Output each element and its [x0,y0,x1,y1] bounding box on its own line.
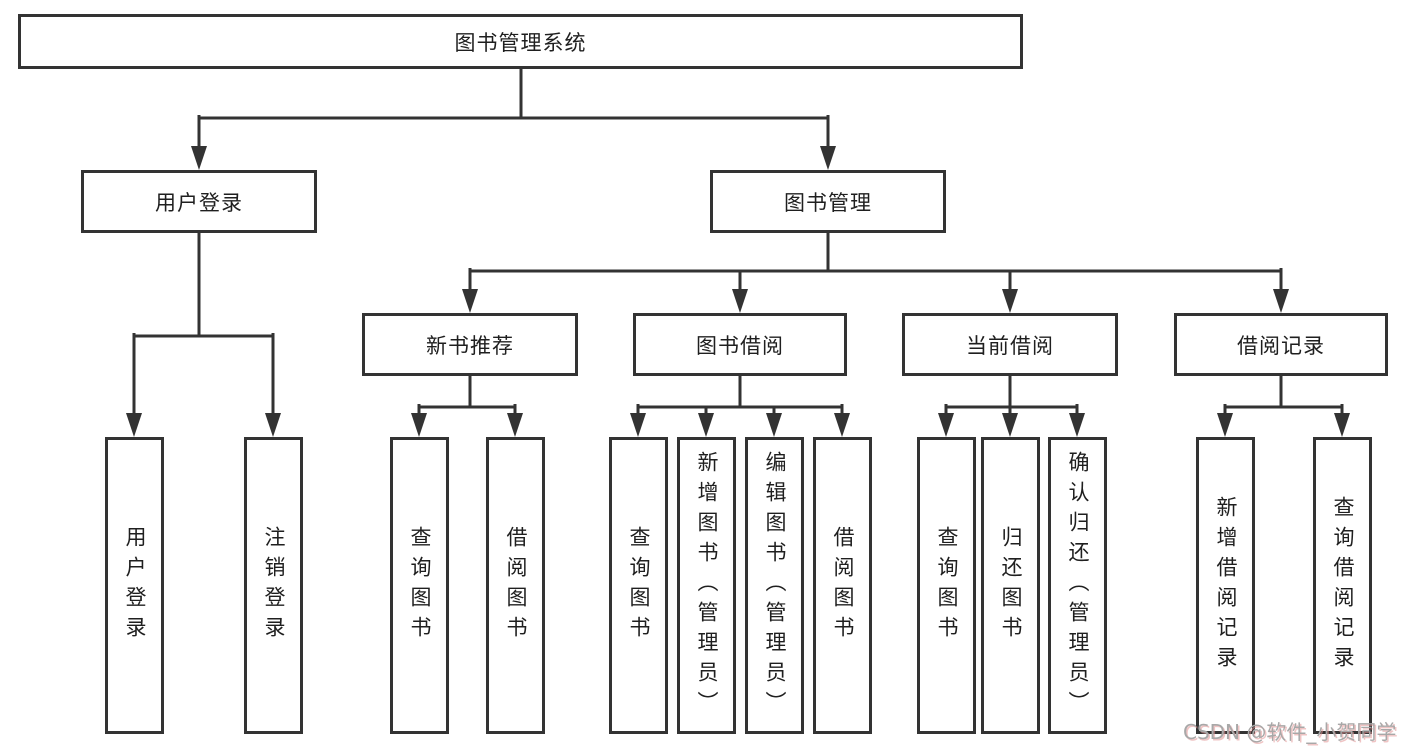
arrowhead [732,289,748,313]
connector-line [1223,374,1344,418]
node-leaf-logout-login: 注销登录 [244,437,303,734]
node-label: 用户登录 [155,190,243,215]
node-leaf-query-borrow-record: 查询借阅记录 [1313,437,1372,734]
node-leaf-query-books-current: 查询图书 [917,437,976,734]
node-new-book-recommend: 新书推荐 [362,313,578,376]
arrowhead [766,413,782,437]
csdn-watermark: CSDN @软件_小贺同学 [1183,720,1397,744]
node-leaf-borrow-books-recommend: 借阅图书 [486,437,545,734]
node-label: 注销登录 [262,525,286,646]
node-leaf-user-login: 用户登录 [105,437,164,734]
node-label: 新书推荐 [426,333,514,358]
connector-root-to-level2 [191,67,836,170]
connector-borrow-record-children [1217,374,1350,437]
node-leaf-edit-books-admin: 编辑图书（管理员） [745,437,804,734]
arrowhead [698,413,714,437]
node-label: 归还图书 [999,525,1023,646]
node-user-login: 用户登录 [81,170,317,233]
arrowhead [411,413,427,437]
arrowhead [191,146,207,170]
arrowhead [462,289,478,313]
arrowhead [630,413,646,437]
arrowhead [1273,289,1289,313]
arrowhead [1002,289,1018,313]
node-label: 当前借阅 [966,333,1054,358]
node-label: 新增图书（管理员） [695,450,719,721]
connector-line [197,67,830,152]
node-label: 图书管理系统 [454,30,587,55]
connector-line [132,231,275,417]
connector-user-login-children [126,231,281,437]
connector-line [944,374,1079,418]
arrowhead [834,413,850,437]
arrowhead [1069,413,1085,437]
connector-book-borrow-children [630,374,850,437]
node-leaf-query-books-borrow: 查询图书 [609,437,668,734]
node-label: 新增借阅记录 [1214,495,1238,676]
node-leaf-return-books: 归还图书 [981,437,1040,734]
arrowhead [938,413,954,437]
node-label: 借阅图书 [504,525,528,646]
node-leaf-add-borrow-record: 新增借阅记录 [1196,437,1255,734]
node-borrow-records: 借阅记录 [1174,313,1388,376]
node-library-system: 图书管理系统 [18,14,1023,69]
node-current-borrow: 当前借阅 [902,313,1118,376]
node-leaf-add-books-admin: 新增图书（管理员） [677,437,736,734]
arrowhead [820,146,836,170]
node-leaf-query-books-recommend: 查询图书 [390,437,449,734]
arrowhead [126,413,142,437]
arrowhead [507,413,523,437]
node-label: 用户登录 [123,525,147,646]
connector-current-borrow-children [938,374,1085,437]
node-leaf-borrow-books: 借阅图书 [813,437,872,734]
node-book-borrow: 图书借阅 [633,313,847,376]
node-book-management: 图书管理 [710,170,946,233]
connector-line [636,374,844,418]
connector-line [417,374,517,418]
node-label: 确认归还（管理员） [1066,450,1090,721]
connector-book-mgmt-to-level3 [462,231,1289,313]
connector-new-book-children [411,374,523,437]
node-label: 编辑图书（管理员） [763,450,787,721]
arrowhead [1002,413,1018,437]
arrowhead [1334,413,1350,437]
arrowhead [1217,413,1233,437]
arrowhead [265,413,281,437]
node-label: 图书管理 [784,190,872,215]
connector-line [468,231,1283,294]
node-label: 查询图书 [627,525,651,646]
node-label: 借阅图书 [831,525,855,646]
node-leaf-confirm-return-admin: 确认归还（管理员） [1048,437,1107,734]
node-label: 查询图书 [935,525,959,646]
node-label: 图书借阅 [696,333,784,358]
node-label: 查询借阅记录 [1331,495,1355,676]
node-label: 查询图书 [408,525,432,646]
node-label: 借阅记录 [1237,333,1325,358]
